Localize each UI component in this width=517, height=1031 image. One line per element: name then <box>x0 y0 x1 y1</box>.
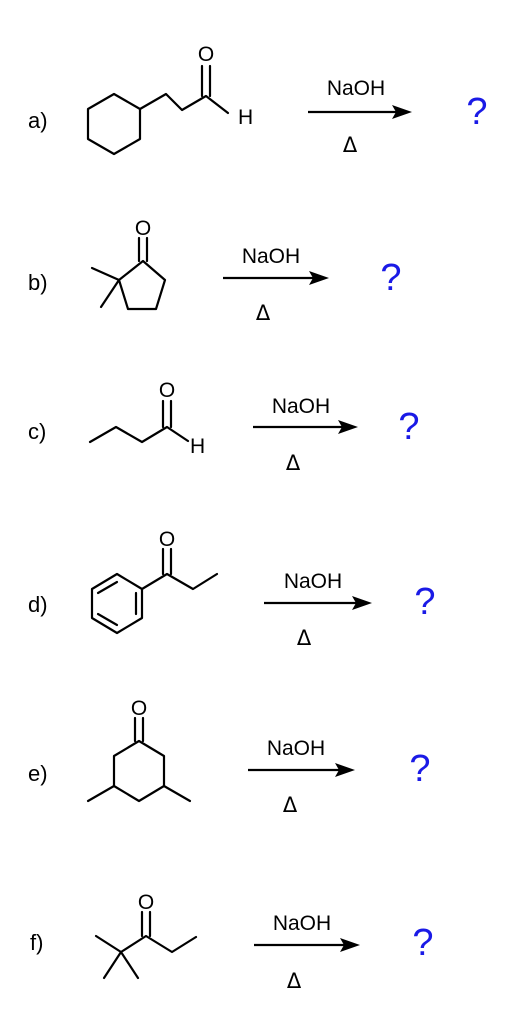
methyl-bond <box>86 784 116 803</box>
reaction-label: a) <box>28 108 48 133</box>
propanone-chain <box>140 572 219 591</box>
reaction-label: f) <box>30 930 43 955</box>
product-unknown: ? <box>412 922 433 964</box>
cyclopentane-ring <box>117 259 167 311</box>
reaction-c: c) O H NaOH Δ ? <box>28 379 420 475</box>
reaction-f: f) O NaOH Δ ? <box>30 891 434 993</box>
reaction-label: d) <box>28 592 48 617</box>
reaction-b: b) O NaOH Δ ? <box>28 217 402 325</box>
aromatic-double-bond <box>96 612 119 627</box>
reaction-e: e) O NaOH Δ ? <box>28 697 431 817</box>
reaction-a: a) O H NaOH Δ ? <box>28 43 488 157</box>
heat-symbol: Δ <box>343 133 358 157</box>
reaction-label: c) <box>28 419 46 444</box>
reaction-arrow <box>254 938 360 952</box>
methyl-bond <box>162 784 192 803</box>
reagent-label: NaOH <box>284 570 342 593</box>
reagent-label: NaOH <box>273 912 331 935</box>
ketone-chain <box>119 934 198 954</box>
product-unknown: ? <box>466 91 487 133</box>
product-unknown: ? <box>380 257 401 299</box>
methyl-bond <box>99 278 121 309</box>
heat-symbol: Δ <box>256 301 271 325</box>
heat-symbol: Δ <box>283 793 298 817</box>
methyl-bond <box>102 950 123 980</box>
product-unknown: ? <box>414 581 435 623</box>
methyl-bond <box>90 266 121 282</box>
product-unknown: ? <box>398 406 419 448</box>
reagent-label: NaOH <box>267 737 325 760</box>
methyl-bond <box>94 934 123 954</box>
reagent-label: NaOH <box>272 395 330 418</box>
reaction-arrow <box>248 763 355 777</box>
propanal-chain <box>138 92 230 115</box>
reaction-arrow <box>264 596 372 610</box>
reaction-arrow <box>308 105 412 119</box>
cyclohexanone-ring <box>112 739 166 803</box>
heat-symbol: Δ <box>297 626 312 650</box>
product-unknown: ? <box>409 748 430 790</box>
methyl-bond <box>119 950 140 980</box>
hydrogen-atom: H <box>238 106 253 129</box>
reactant-structure <box>86 64 230 156</box>
reactant-structure <box>90 236 167 311</box>
reactant-structure <box>88 399 190 444</box>
reaction-label: e) <box>28 761 48 786</box>
reagent-label: NaOH <box>327 77 385 100</box>
oxygen-atom: O <box>135 217 151 240</box>
cyclohexane-ring <box>86 92 142 156</box>
reaction-d: d) O NaOH Δ ? <box>28 528 436 650</box>
hydrogen-atom: H <box>190 435 205 458</box>
butanal-chain <box>88 425 190 444</box>
heat-symbol: Δ <box>286 451 301 475</box>
reaction-arrow <box>223 271 329 285</box>
reaction-label: b) <box>28 270 48 295</box>
oxygen-atom: O <box>131 697 147 720</box>
reactant-structure <box>90 547 219 635</box>
reagent-label: NaOH <box>242 245 300 268</box>
reactant-structure <box>94 910 198 980</box>
oxygen-atom: O <box>138 891 154 914</box>
oxygen-atom: O <box>159 528 175 551</box>
oxygen-atom: O <box>159 379 175 402</box>
aromatic-double-bond <box>96 580 119 595</box>
reactant-structure <box>86 716 192 803</box>
reaction-arrow <box>253 420 358 434</box>
heat-symbol: Δ <box>287 969 302 993</box>
oxygen-atom: O <box>198 43 214 66</box>
benzene-ring <box>90 572 144 635</box>
